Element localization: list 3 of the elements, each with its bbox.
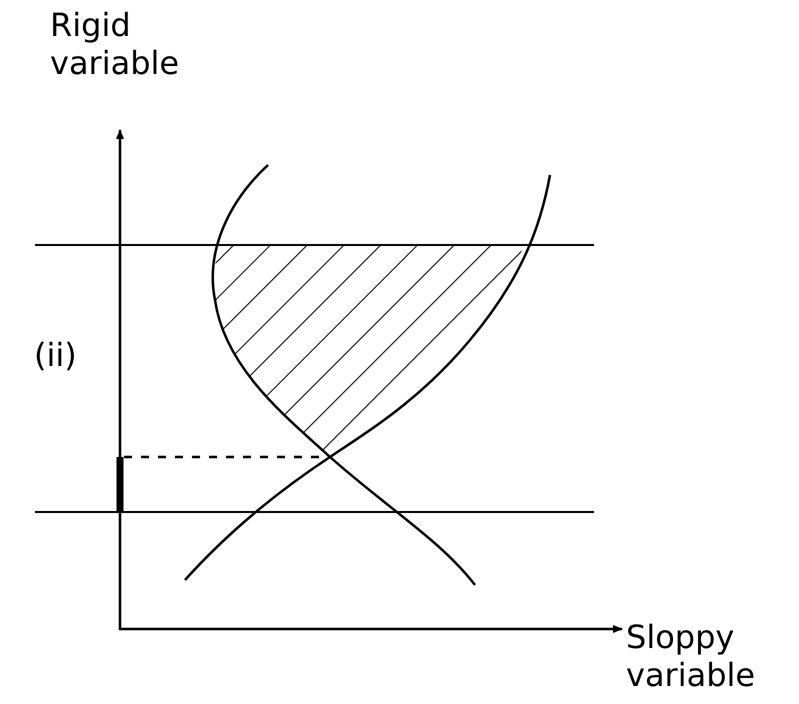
axis-label: Rigid variable — [50, 6, 180, 83]
axis-label: Sloppy variable — [626, 618, 756, 695]
region-label: (ii) — [34, 336, 78, 374]
